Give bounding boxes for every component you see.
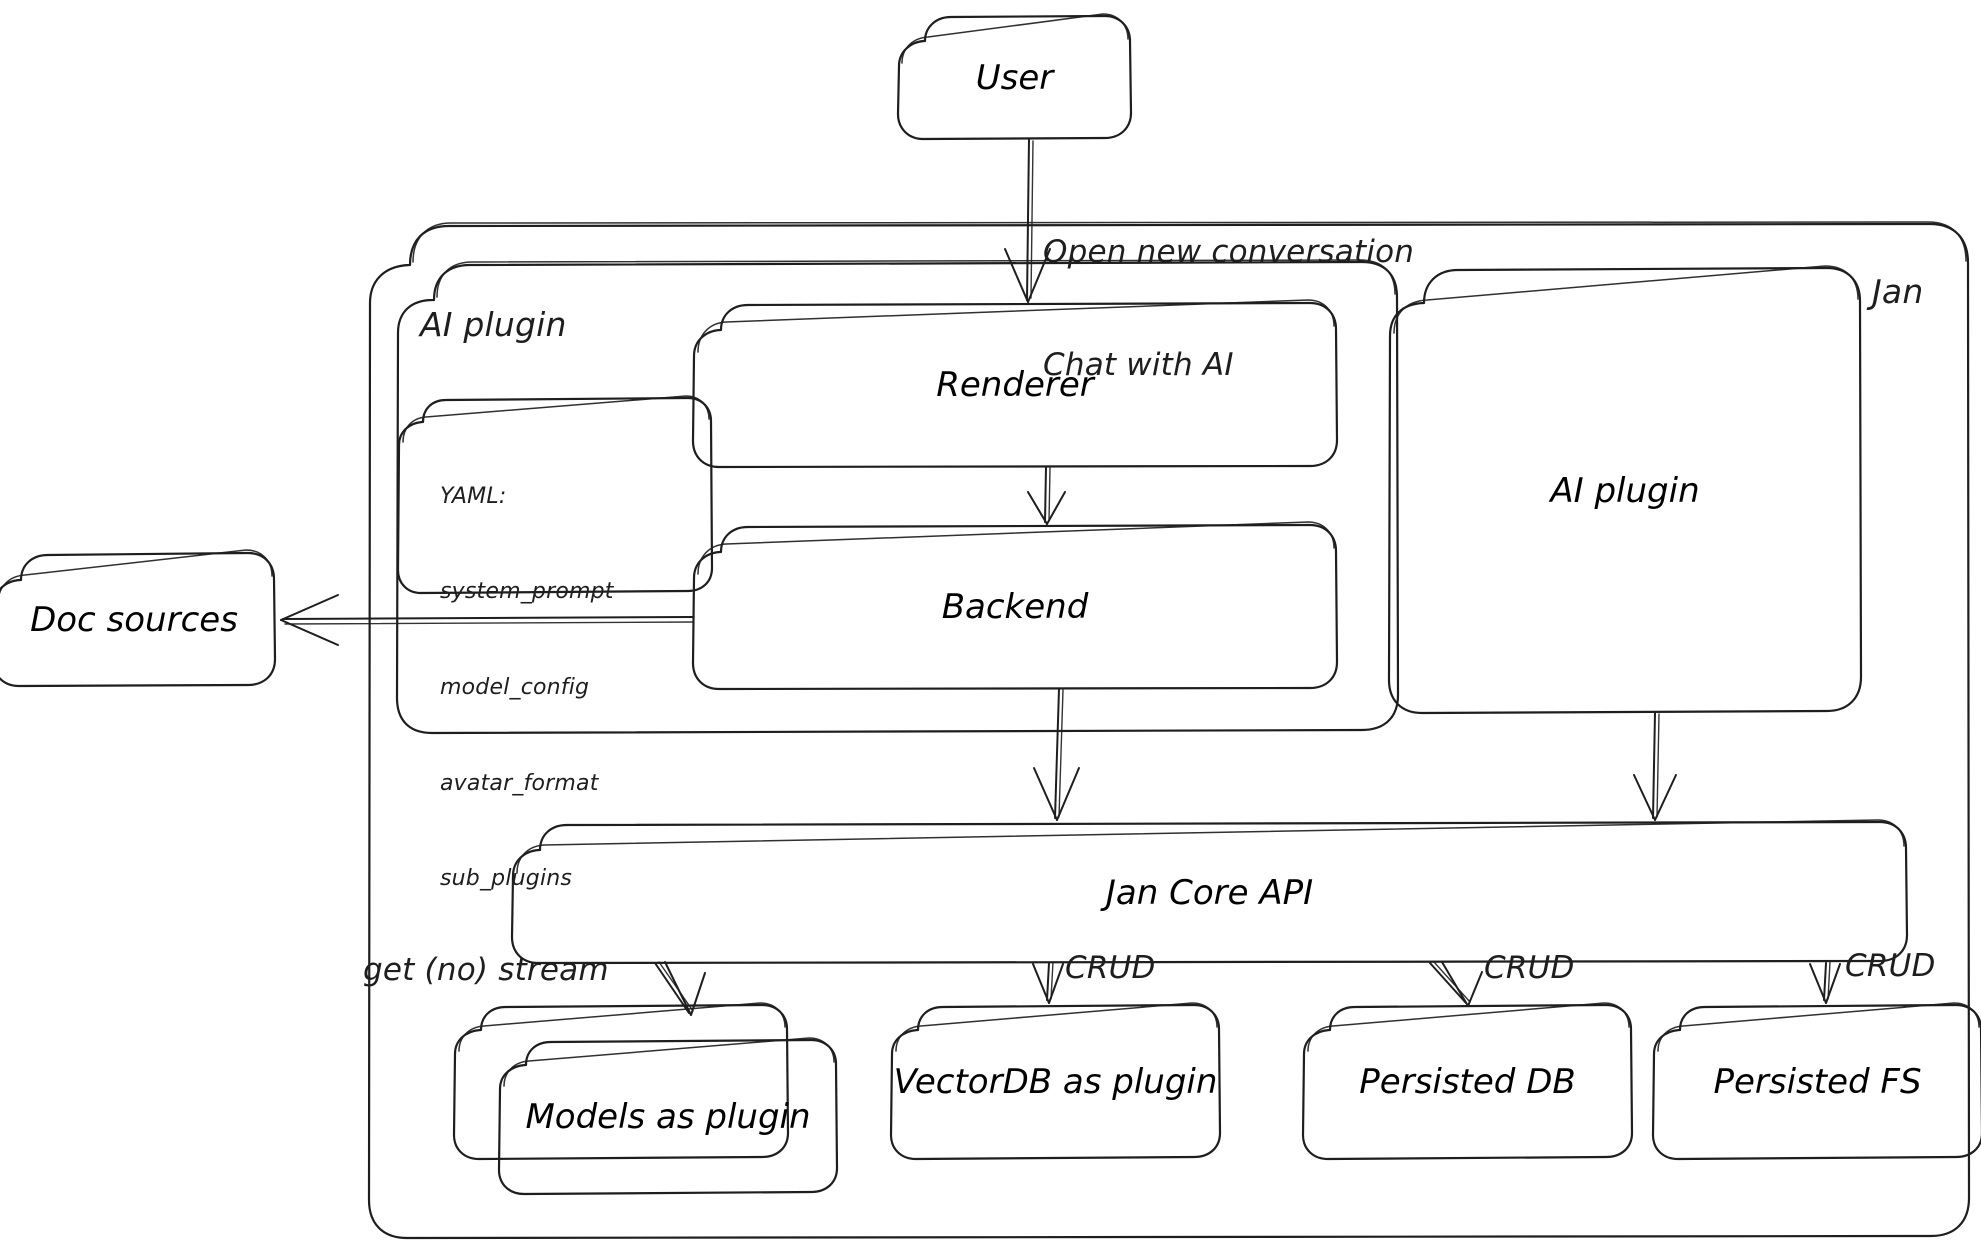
- edge-label-api-to-persisted-db: CRUD: [1484, 950, 1575, 986]
- edge-label-line-2: Chat with AI: [1043, 347, 1234, 384]
- node-doc-sources-outline: [0, 549, 277, 688]
- node-user-outline: [896, 13, 1133, 141]
- node-yaml-card-outline: [396, 395, 714, 595]
- edge-backend-to-jan-core-api: [1033, 688, 1080, 821]
- container-jan-outline: [367, 221, 1971, 1240]
- node-persisted-fs-label: Persisted FS: [1713, 1062, 1922, 1102]
- container-ai-plugin-group-outline: [395, 259, 1400, 735]
- node-renderer[interactable]: Renderer: [693, 303, 1337, 467]
- node-backend-outline: [691, 521, 1339, 691]
- node-ai-plugin-right[interactable]: AI plugin: [1389, 268, 1861, 713]
- edge-backend-to-doc-sources: [280, 594, 694, 646]
- node-backend-label: Backend: [941, 587, 1089, 627]
- node-persisted-db-outline: [1301, 1002, 1634, 1161]
- edge-label-user-to-renderer: Open new conversation Chat with AI: [1043, 158, 1414, 461]
- yaml-card-key-1: model_config: [440, 675, 590, 701]
- container-label-jan: Jan: [1872, 272, 1924, 311]
- node-yaml-card[interactable]: YAML: system_prompt model_config avatar_…: [440, 417, 614, 959]
- yaml-card-key-0: system_prompt: [440, 579, 614, 605]
- node-user-label: User: [975, 57, 1054, 98]
- node-ai-plugin-right-outline: [1387, 265, 1863, 715]
- node-user[interactable]: User: [898, 16, 1131, 139]
- node-models-as-plugin-outline-back: [452, 1002, 790, 1161]
- node-models-as-plugin-outline-front: [497, 1037, 839, 1196]
- node-persisted-db-label: Persisted DB: [1359, 1062, 1576, 1102]
- node-renderer-label: Renderer: [936, 365, 1094, 405]
- node-jan-core-api[interactable]: Jan Core API: [512, 822, 1907, 963]
- node-jan-core-api-outline: [510, 819, 1909, 965]
- edge-renderer-to-backend: [1027, 466, 1066, 525]
- node-models-as-plugin[interactable]: Models as plugin: [499, 1040, 837, 1194]
- node-jan-core-api-label: Jan Core API: [1105, 872, 1314, 913]
- container-label-ai-plugin-group: AI plugin: [420, 305, 567, 344]
- yaml-card-key-2: avatar_format: [440, 770, 599, 796]
- edge-api-to-models: [654, 961, 706, 1016]
- edge-api-to-vectordb: [1032, 961, 1064, 1004]
- node-ai-plugin-right-label: AI plugin: [1550, 470, 1700, 511]
- edge-label-api-to-vectordb: CRUD: [1065, 950, 1156, 986]
- node-doc-sources[interactable]: Doc sources: [0, 553, 275, 686]
- node-vectordb-as-plugin-outline: [889, 1002, 1222, 1161]
- edge-user-to-renderer: [1004, 138, 1051, 303]
- node-doc-sources-label: Doc sources: [30, 599, 238, 640]
- edge-label-line-1: Open new conversation: [1043, 233, 1415, 270]
- edge-api-to-persisted-db: [1429, 961, 1483, 1007]
- node-vectordb-as-plugin[interactable]: VectorDB as plugin: [891, 1005, 1220, 1159]
- edge-ai-plugin-to-jan-core-api: [1633, 712, 1677, 821]
- node-persisted-fs-outline: [1651, 1002, 1981, 1161]
- node-persisted-fs[interactable]: Persisted FS: [1653, 1005, 1981, 1159]
- edge-label-api-to-models: get (no) stream: [363, 952, 609, 988]
- yaml-card-key-3: sub_plugins: [440, 866, 573, 892]
- node-persisted-db[interactable]: Persisted DB: [1303, 1005, 1632, 1159]
- yaml-card-header: YAML:: [440, 483, 507, 509]
- node-backend[interactable]: Backend: [693, 525, 1337, 689]
- edge-api-to-persisted-fs: [1809, 961, 1841, 1004]
- edge-label-api-to-persisted-fs: CRUD: [1845, 948, 1936, 984]
- node-models-as-plugin-label: Models as plugin: [525, 1097, 811, 1137]
- node-vectordb-as-plugin-label: VectorDB as plugin: [893, 1062, 1218, 1102]
- node-renderer-outline: [691, 299, 1339, 469]
